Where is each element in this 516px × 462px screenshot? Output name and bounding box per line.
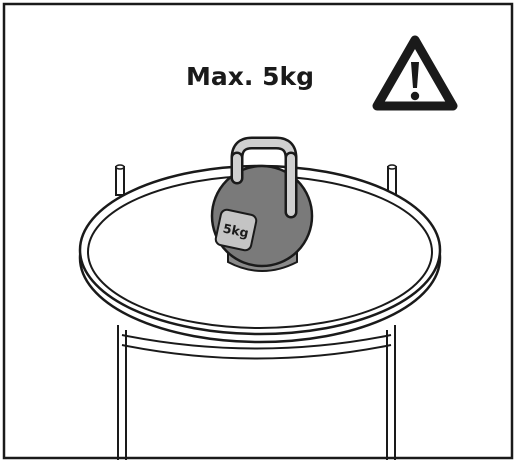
max-weight-label: Max. 5kg bbox=[186, 62, 314, 91]
kettlebell: 5kg bbox=[210, 136, 314, 272]
table-front-legs bbox=[117, 325, 396, 460]
kettlebell-weight-label: 5kg bbox=[222, 220, 251, 240]
warning-triangle-icon bbox=[372, 35, 458, 111]
kettlebell-weight-plate bbox=[214, 208, 258, 252]
